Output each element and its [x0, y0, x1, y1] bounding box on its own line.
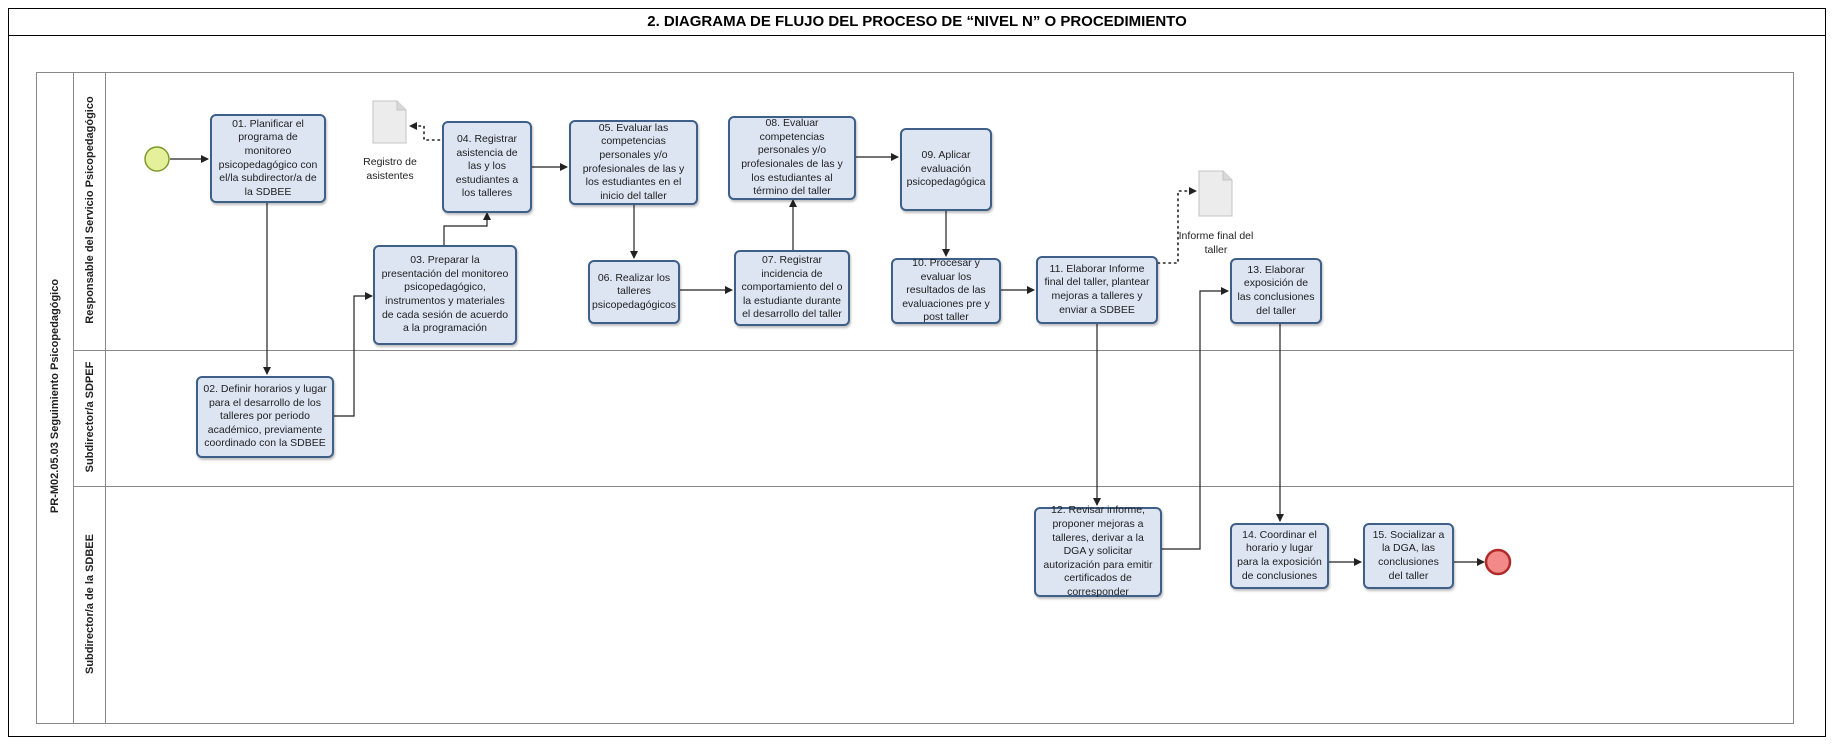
- end-event-icon: [1484, 548, 1512, 576]
- diagram-title: 2. DIAGRAMA DE FLUJO DEL PROCESO DE “NIV…: [8, 8, 1826, 36]
- diagram-frame: [8, 8, 1826, 737]
- task-03[interactable]: 03. Preparar la presentación del monitor…: [373, 245, 517, 345]
- process-pool: [36, 72, 1794, 724]
- task-14[interactable]: 14. Coordinar el horario y lugar para la…: [1230, 523, 1329, 589]
- document-icon-registro: [372, 100, 407, 144]
- lane-label-box-responsable: Responsable del Servicio Psicopedagógico: [74, 72, 106, 350]
- association-11-informe: [1157, 187, 1197, 264]
- lane-label-box-sdbee: Subdirector/a de la SDBEE: [74, 486, 106, 724]
- lane-divider: [74, 350, 1794, 351]
- task-05[interactable]: 05. Evaluar las competencias personales …: [569, 120, 698, 205]
- task-09[interactable]: 09. Aplicar evaluación psicopedagógica: [900, 128, 992, 211]
- task-15[interactable]: 15. Socializar a la DGA, las conclusione…: [1363, 523, 1454, 589]
- document-icon-informe: [1198, 170, 1233, 217]
- lane-label-box-sdpef: Subdirector/a SDPEF: [74, 350, 106, 486]
- task-01[interactable]: 01. Planificar el programa de monitoreo …: [210, 114, 326, 203]
- task-11[interactable]: 11. Elaborar Informe final del taller, p…: [1036, 256, 1158, 324]
- task-07[interactable]: 07. Registrar incidencia de comportamien…: [734, 250, 850, 326]
- connector-12-13: [1162, 287, 1229, 550]
- connector-03-04: [443, 212, 491, 245]
- task-04[interactable]: 04. Registrar asistencia de las y los es…: [442, 121, 532, 213]
- task-02[interactable]: 02. Definir horarios y lugar para el des…: [196, 376, 334, 458]
- task-10[interactable]: 10. Procesar y evaluar los resultados de…: [891, 257, 1001, 324]
- pool-label-box: PR-M02.05.03 Seguimiento Psicopedagógico: [36, 72, 74, 724]
- connector-02-03: [334, 292, 373, 417]
- association-04-registro: [409, 122, 446, 141]
- task-08[interactable]: 08. Evaluar competencias personales y/o …: [728, 116, 856, 200]
- document-label-registro: Registro de asistentes: [363, 156, 417, 182]
- document-label-informe: Informe final del taller: [1178, 230, 1254, 256]
- task-13[interactable]: 13. Elaborar exposición de las conclusio…: [1230, 258, 1322, 324]
- lane-divider: [74, 486, 1794, 487]
- task-06[interactable]: 06. Realizar los talleres psicopedagógic…: [588, 260, 680, 324]
- task-12[interactable]: 12. Revisar informe, proponer mejoras a …: [1034, 504, 1162, 598]
- start-event-icon: [144, 146, 170, 172]
